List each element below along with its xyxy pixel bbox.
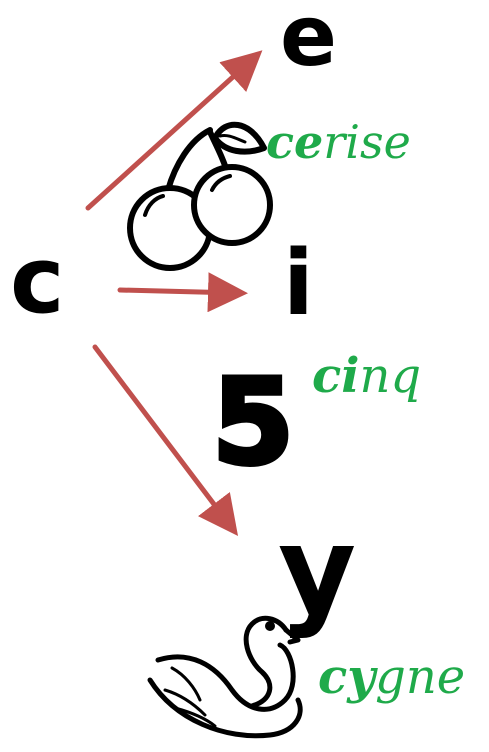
arrow-to-y [92,344,239,536]
vowel-letter-y: y [278,502,356,641]
word-cinq-highlight: ci [312,348,359,404]
word-cygne-rest: gne [375,649,465,705]
vowel-letter-i: i [283,231,314,336]
source-letter: c [10,227,65,334]
swan-icon [147,615,303,739]
word-cerise: cerise [266,115,411,169]
cherry-icon [127,121,273,271]
digit-five: 5 [212,353,294,491]
word-cygne: cygne [318,649,465,705]
arrow-to-e [85,50,263,211]
word-cerise-highlight: ce [266,115,323,169]
word-cinq-rest: nq [359,348,421,404]
number-five-icon: 5 [210,351,297,494]
vowel-letter-e: e [280,0,337,85]
arrow-to-i [117,272,248,313]
word-cerise-rest: rise [323,115,411,169]
word-cinq: cinq [312,348,421,404]
word-cygne-highlight: cy [318,649,378,705]
